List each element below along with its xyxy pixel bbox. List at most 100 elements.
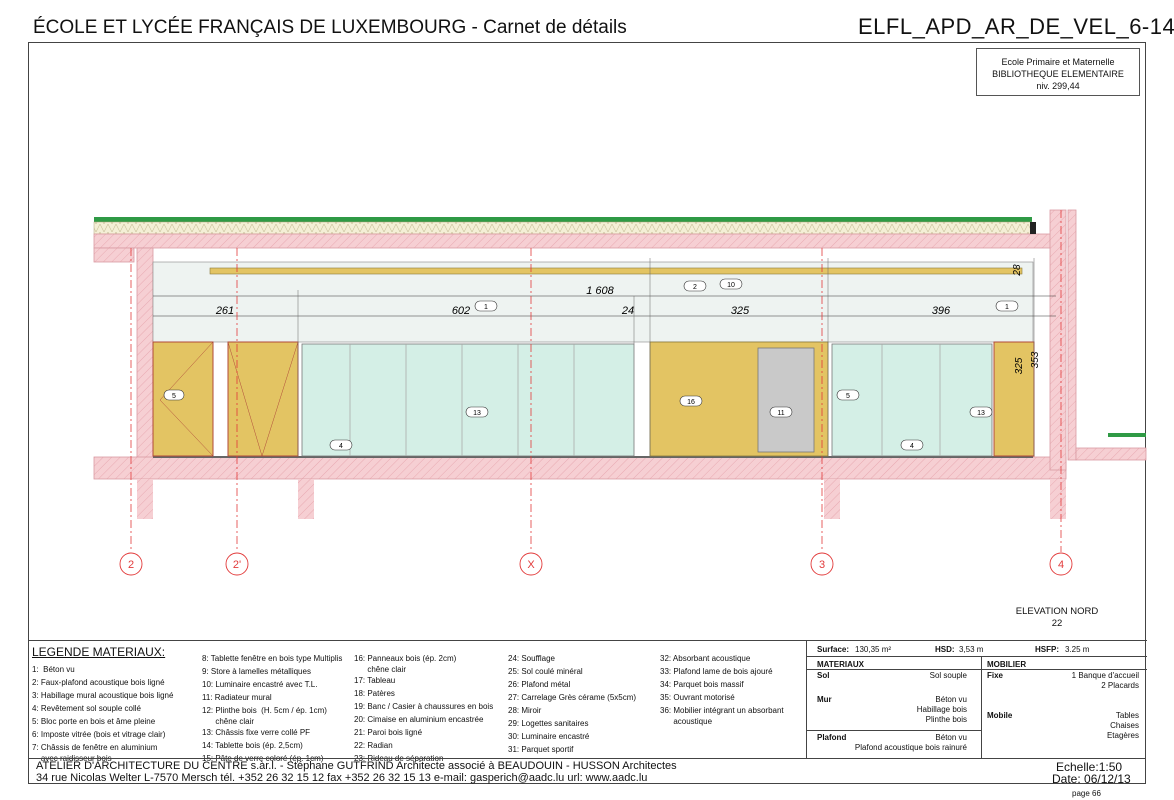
foundation-leg (137, 479, 153, 519)
dim-segment: 602 (452, 305, 470, 317)
legend-item: 34: Parquet bois massif (660, 680, 744, 689)
table-divider (807, 730, 981, 731)
left-wall-upper (93, 247, 135, 263)
legend-item: 13: Châssis fixe verre collé PF (202, 728, 311, 737)
legend-item: 21: Paroi bois ligné (354, 728, 423, 737)
legend-column-4: 24: Soufflage 25: Sol coulé minéral 26: … (508, 652, 636, 756)
materials-legend: LEGENDE MATERIAUX: 1: Béton vu 2: Faux-p… (28, 640, 806, 763)
legend-item: 9: Store à lamelles métalliques (202, 667, 311, 676)
table-divider (807, 669, 1147, 670)
dim-height: 325 (1014, 357, 1025, 374)
legend-item: 4: Revêtement sol souple collé (32, 704, 141, 713)
page-title: ÉCOLE ET LYCÉE FRANÇAIS DE LUXEMBOURG - … (33, 17, 627, 38)
terrace-green (1108, 433, 1146, 437)
tag: 13 (977, 410, 985, 417)
glazed-wall (301, 343, 635, 457)
legend-item: 32: Absorbant acoustique (660, 654, 751, 663)
ceiling-void (152, 261, 1034, 343)
legend-item: 11: Radiateur mural (202, 693, 272, 702)
legend-item: 14: Tablette bois (ép. 2,5cm) (202, 741, 303, 750)
legend-item: 1: Béton vu (32, 665, 75, 674)
sheet-frame (28, 42, 1146, 784)
legend-item: 17: Tableau (354, 676, 396, 685)
foundation-leg (1050, 479, 1066, 519)
sol-label: Sol (817, 671, 830, 680)
address-line: 34 rue Nicolas Welter L-7570 Mersch tél.… (36, 772, 648, 784)
legend-item: 24: Soufflage (508, 654, 556, 663)
right-wall (1049, 209, 1067, 471)
foundation-leg (298, 479, 314, 519)
legend-item: 20: Cimaise en aluminium encastrée (354, 715, 484, 724)
legend-item: 35: Ouvrant motorisé (660, 693, 735, 702)
legend-item: 19: Banc / Casier à chaussures en bois (354, 702, 494, 711)
axis-markers (119, 552, 1073, 576)
surface-label: Surface: (817, 645, 850, 654)
fixe-value: 1 Banque d'accueil 2 Placards (1071, 671, 1139, 690)
door-swing-line (159, 341, 299, 457)
legend-item: chêne clair (354, 665, 407, 674)
structural-axes (130, 210, 1062, 552)
legend-item: 12: Plinthe bois (H. 5cm / ép. 1cm) (202, 706, 327, 715)
dim-segment: 261 (215, 305, 234, 317)
legend-column-5: 32: Absorbant acoustique 33: Plafond lam… (660, 652, 784, 726)
legend-item: 16: Panneaux bois (ép. 2cm) (354, 654, 457, 663)
foundation-leg (824, 479, 840, 519)
plafond-value: Béton vu Plafond acoustique bois rainuré (854, 733, 967, 752)
legend-column-1: 1: Béton vu 2: Faux-plafond acoustique b… (32, 663, 173, 763)
roof-slab (93, 233, 1067, 249)
hsd-value: 3,53 m (959, 645, 984, 654)
legend-item: 30: Luminaire encastré (508, 732, 590, 741)
elevation-number: 22 (1051, 618, 1063, 629)
legend-item: 22: Radian (354, 741, 393, 750)
tag: 13 (473, 410, 481, 417)
title-block-footer: ATELIER D'ARCHITECTURE DU CENTRE s.àr.l.… (28, 758, 1146, 786)
legend-item: 5: Bloc porte en bois et âme pleine (32, 717, 156, 726)
hsfp-value: 3.25 m (1065, 645, 1090, 654)
fixe-label: Fixe (987, 671, 1004, 680)
door-panel-wood (227, 341, 299, 457)
dim-height: 353 (1030, 351, 1041, 368)
info-line-2: BIBLIOTHEQUE ELEMENTAIRE (992, 69, 1124, 79)
tag: 5 (846, 393, 850, 400)
dim-height: 28 (1012, 264, 1023, 277)
legend-item: 26: Plafond métal (508, 680, 571, 689)
legend-item: 6: Imposte vitrée (bois et vitrage clair… (32, 730, 166, 739)
legend-item: 29: Logettes sanitaires (508, 719, 589, 728)
scale-label: Echelle:1:50 (1056, 760, 1123, 774)
dim-segment: 24 (621, 305, 634, 317)
legend-item: 25: Sol coulé minéral (508, 667, 583, 676)
axis-label: 4 (1058, 559, 1064, 571)
dim-segment: 396 (932, 305, 951, 317)
door-panel-wood (152, 341, 214, 457)
elevation-caption: ELEVATION NORD 22 (1002, 606, 1112, 630)
elevation-drawing: 1 608 261 602 24 325 396 28 325 353 5 13… (93, 209, 1147, 576)
materiaux-header: MATERIAUX (817, 660, 864, 669)
floor-finish (153, 456, 1033, 458)
legend-item: 31: Parquet sportif (508, 745, 574, 754)
mur-value: Béton vu Habillage bois Plinthe bois (916, 695, 967, 724)
axis-label: 2' (233, 559, 241, 571)
table-divider (807, 656, 1147, 657)
legend-item: 36: Mobilier intégrant un absorbant (660, 706, 784, 715)
tag: 4 (339, 443, 343, 450)
hsd-label: HSD: (935, 645, 955, 654)
legend-title: LEGENDE MATERIAUX: (32, 645, 166, 659)
floor-slab (93, 456, 1067, 480)
legend-column-3: 16: Panneaux bois (ép. 2cm) chêne clair … (354, 652, 493, 765)
door-panel-wood (993, 341, 1035, 457)
legend-item: 28: Miroir (508, 706, 542, 715)
legend-item: 2: Faux-plafond acoustique bois ligné (32, 678, 165, 687)
acoustic-ceiling-strip (209, 267, 1023, 275)
tag: 11 (777, 410, 784, 417)
legend-item: 10: Luminaire encastré avec T.L. (202, 680, 318, 689)
legend-item: 8: Tablette fenêtre en bois type Multipl… (202, 654, 343, 663)
roof-insulation (93, 221, 1033, 235)
axis-label: 2 (128, 559, 134, 571)
legend-item: 7: Châssis de fenêtre en aluminium (32, 743, 158, 752)
surface-value: 130,35 m² (855, 645, 892, 654)
radiator-panel (757, 347, 815, 453)
tag: 4 (910, 443, 914, 450)
tag: 1 (484, 304, 488, 311)
legend-item: chêne clair (202, 717, 255, 726)
mobile-label: Mobile (987, 711, 1013, 720)
